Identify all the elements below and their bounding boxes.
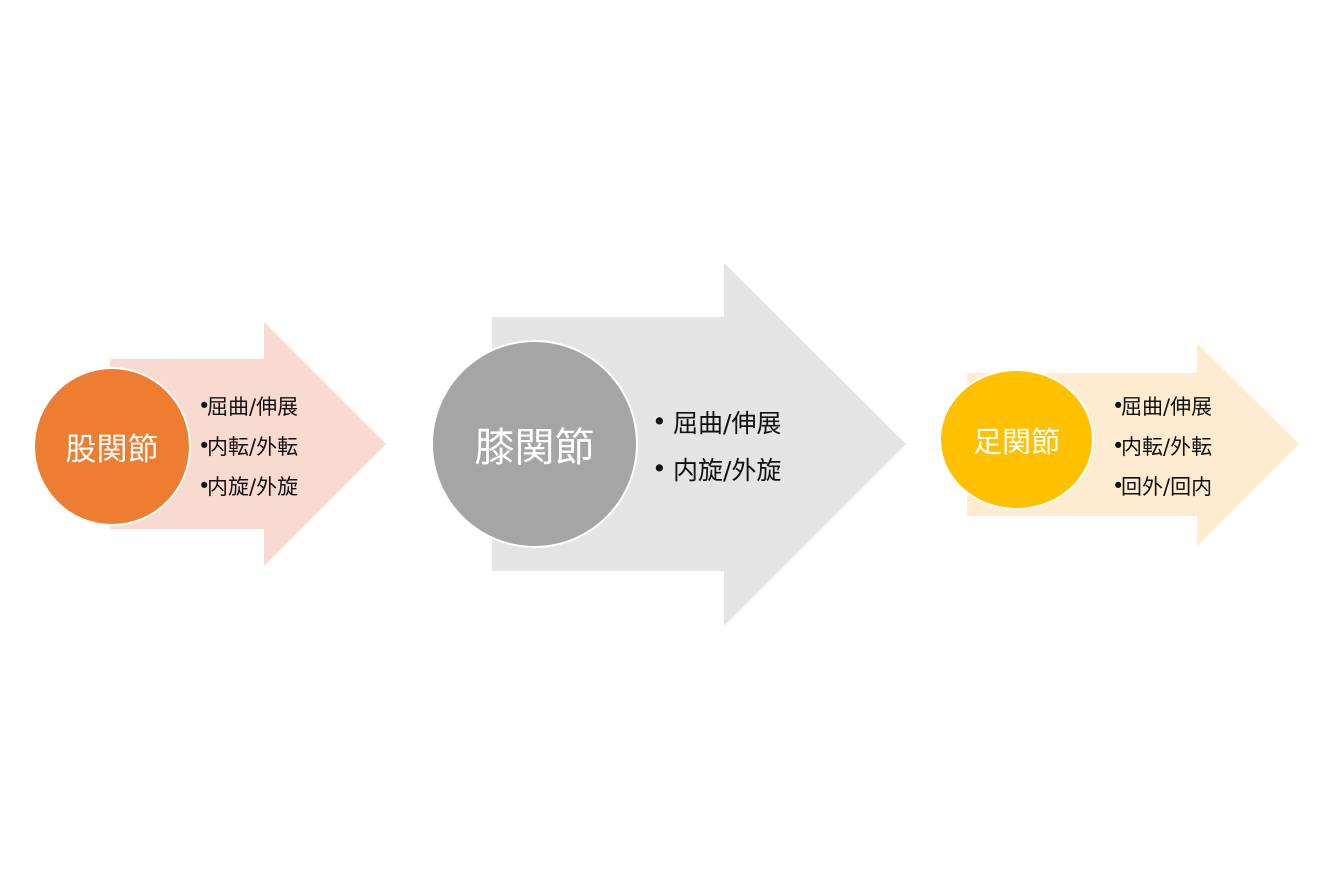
ankle-joint-circle: 足関節 <box>939 369 1094 510</box>
movement-text: 内旋/外旋 <box>673 455 782 485</box>
knee-joint-label: 膝関節 <box>474 425 595 471</box>
bullet: • <box>198 474 211 498</box>
bullet: • <box>652 407 667 436</box>
bullet: • <box>1112 434 1125 458</box>
bullet: • <box>1112 474 1125 498</box>
hip-joint-label: 股関節 <box>65 432 159 468</box>
ankle-joint-label: 足関節 <box>972 424 1060 459</box>
list-item: • 内旋/外旋 <box>198 466 298 506</box>
list-item: • 内転/外転 <box>198 426 298 466</box>
list-item: • 屈曲/伸展 <box>652 398 781 445</box>
knee-arrow <box>492 263 906 626</box>
list-item: • 回外/回内 <box>1112 466 1212 506</box>
list-item: • 屈曲/伸展 <box>1112 386 1212 426</box>
movement-text: 内転/外転 <box>1121 435 1213 459</box>
list-item: • 内転/外転 <box>1112 426 1212 466</box>
bullet: • <box>652 454 667 483</box>
bullet: • <box>198 434 211 458</box>
hip-movement-list: • 屈曲/伸展 • 内転/外転 • 内旋/外旋 <box>198 386 298 506</box>
movement-text: 屈曲/伸展 <box>1121 395 1213 419</box>
movement-text: 内転/外転 <box>207 435 299 459</box>
knee-movement-list: • 屈曲/伸展 • 内旋/外旋 <box>652 398 781 492</box>
ankle-movement-list: • 屈曲/伸展 • 内転/外転 • 回外/回内 <box>1112 386 1212 506</box>
movement-text: 内旋/外旋 <box>207 475 299 499</box>
knee-joint-circle: 膝関節 <box>431 340 638 548</box>
list-item: • 内旋/外旋 <box>652 445 781 492</box>
movement-text: 屈曲/伸展 <box>673 408 782 438</box>
movement-text: 屈曲/伸展 <box>207 395 299 419</box>
movement-text: 回外/回内 <box>1121 475 1213 499</box>
hip-joint-circle: 股関節 <box>33 367 191 526</box>
bullet: • <box>1112 394 1125 418</box>
hip-arrow <box>110 322 386 566</box>
bullet: • <box>198 394 211 418</box>
list-item: • 屈曲/伸展 <box>198 386 298 426</box>
